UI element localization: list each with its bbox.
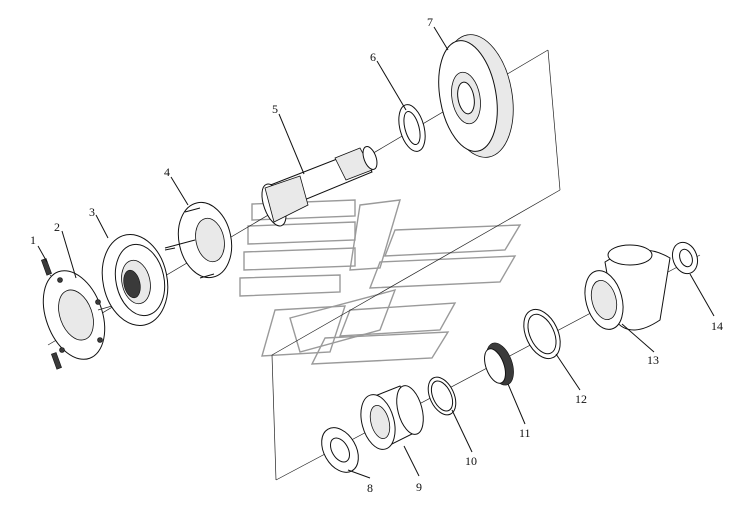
part-11-threaded-nut	[484, 342, 514, 386]
callout-9: 9	[416, 480, 422, 494]
leader-lines	[37, 26, 715, 479]
callout-7: 7	[427, 15, 433, 29]
callout-13: 13	[647, 353, 659, 367]
callout-14: 14	[711, 319, 723, 333]
part-6-snap-ring	[398, 104, 426, 152]
part-12-seal-ring	[523, 308, 561, 360]
callout-1: 1	[30, 233, 36, 247]
callout-3: 3	[89, 205, 95, 219]
callout-5: 5	[272, 102, 278, 116]
part-10-thin-ring	[427, 376, 457, 416]
part-2-cover-flange	[42, 270, 113, 360]
callout-labels: 1 2 3 4 5 6 7 8 9 10 11 12 13 14	[30, 15, 723, 495]
part-9-bearing	[360, 385, 424, 450]
callout-11: 11	[519, 426, 531, 440]
part-7-large-gear	[438, 34, 514, 158]
watermark-logo	[239, 199, 522, 365]
callout-10: 10	[465, 454, 477, 468]
part-5-splined-shaft	[261, 146, 378, 227]
callout-4: 4	[164, 165, 170, 179]
part-4-stud-flange	[164, 201, 233, 279]
part-8-washer	[321, 427, 359, 473]
callout-12: 12	[575, 392, 587, 406]
part-13-output-flange	[584, 244, 671, 331]
part-3-spline-hub	[101, 234, 169, 326]
part-14-lock-washer	[671, 241, 699, 275]
callout-2: 2	[54, 220, 60, 234]
callout-8: 8	[367, 481, 373, 495]
callout-6: 6	[370, 50, 376, 64]
